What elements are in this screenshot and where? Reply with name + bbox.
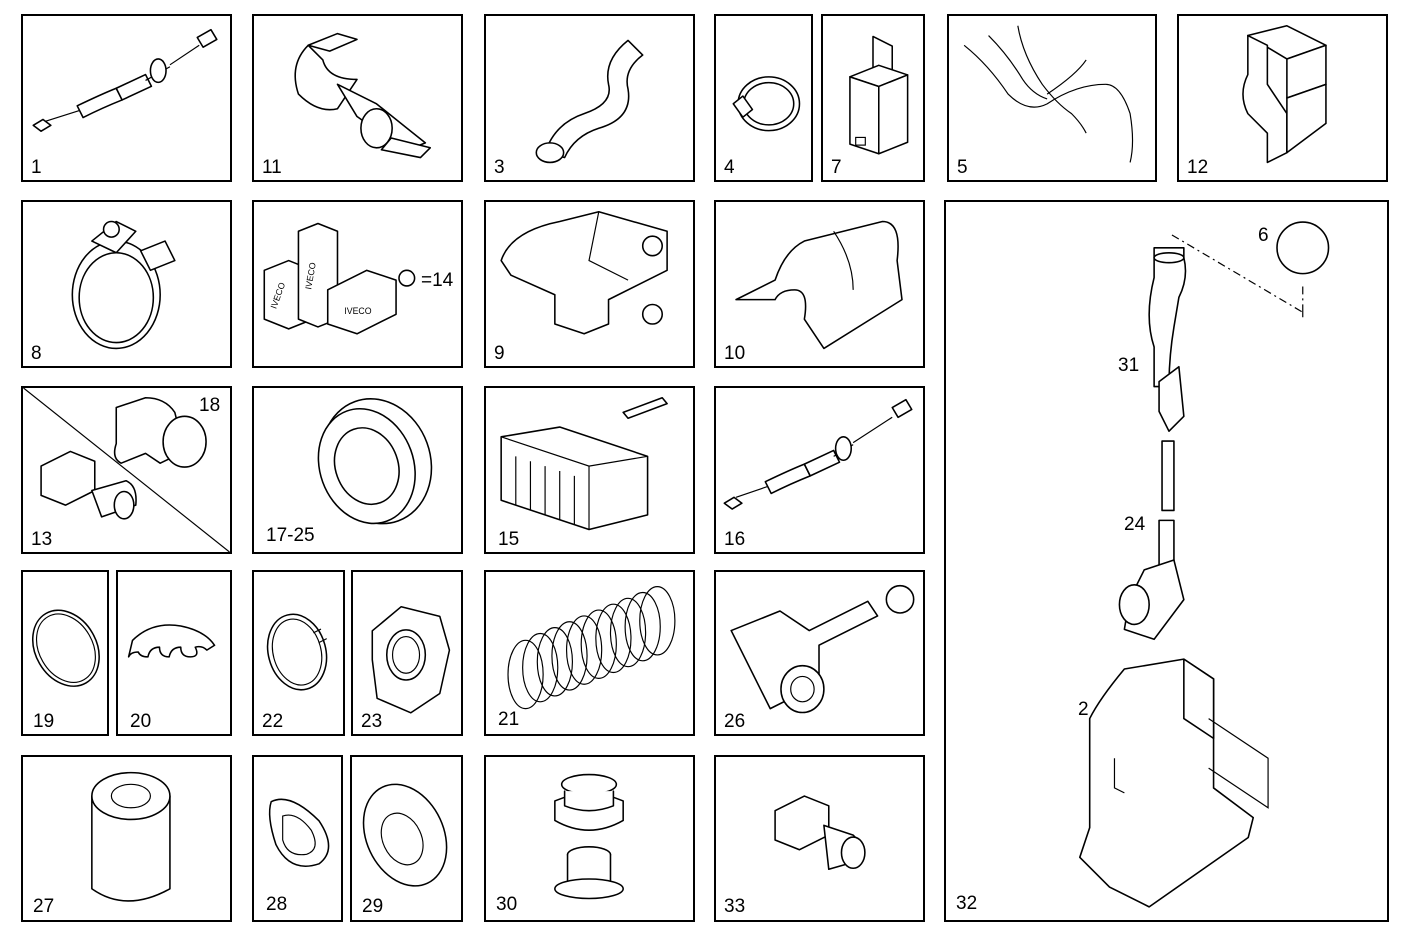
part-number-label: 7	[831, 157, 842, 178]
part-cell-14[interactable]: IVECO IVECO IVECO =14	[252, 200, 463, 368]
part-number-label: 5	[957, 157, 968, 178]
part-number-label: 11	[262, 157, 282, 178]
gear-shift-assembly-illustration	[1078, 221, 1330, 908]
bearing-illustration	[317, 398, 433, 525]
part-number-label: 21	[498, 709, 520, 730]
part-cell-11[interactable]: 11	[252, 14, 463, 182]
part-number-label: 2	[1078, 699, 1089, 720]
part-cell-27[interactable]: 27	[21, 755, 232, 922]
clip-bracket-illustration	[294, 32, 432, 159]
part-cell-5[interactable]: 5	[947, 14, 1157, 182]
part-number-label: 33	[724, 896, 746, 917]
part-cell-3[interactable]: 3	[484, 14, 695, 182]
bolts-illustration	[23, 388, 230, 552]
part-cell-28[interactable]: 28	[252, 755, 343, 922]
part-cell-20[interactable]: 20	[116, 570, 232, 736]
hose-illustration	[535, 39, 644, 164]
housing-cover-illustration	[500, 210, 668, 335]
part-number-label: 26	[724, 711, 746, 732]
wiring-harness-illustration	[963, 25, 1134, 163]
part-number-label: 30	[496, 894, 518, 915]
connector-illustration	[500, 396, 668, 531]
ball-joint-illustration	[730, 584, 915, 714]
e-clip-illustration	[127, 624, 216, 658]
part-number-label: 31	[1118, 355, 1140, 376]
part-cell-13-18[interactable]: 18 13	[21, 386, 232, 554]
part-cell-26[interactable]: 26	[714, 570, 925, 736]
part-number-label: 28	[266, 894, 288, 915]
part-number-label: 10	[724, 343, 746, 364]
part-number-label: 20	[130, 711, 152, 732]
part-cell-33[interactable]: 33	[714, 755, 925, 922]
o-ring-illustration	[32, 609, 100, 687]
circlip-illustration	[266, 613, 328, 691]
iveco-label: IVECO	[303, 261, 318, 290]
flat-washer-illustration	[362, 783, 448, 887]
part-number-label: =14	[421, 270, 454, 291]
part-cell-19[interactable]: 19	[21, 570, 109, 736]
part-number-label: 6	[1258, 225, 1269, 246]
part-cell-21[interactable]: 21	[484, 570, 695, 736]
part-number-label: 4	[724, 157, 735, 178]
part-number-label: 15	[498, 529, 520, 550]
part-cell-22[interactable]: 22	[252, 570, 345, 736]
part-number-label: 16	[724, 529, 746, 550]
part-cell-16[interactable]: 16	[714, 386, 925, 554]
bushing-illustration	[91, 771, 171, 902]
part-cell-4[interactable]: 4	[714, 14, 813, 182]
part-number-label: 3	[494, 157, 505, 178]
part-cell-8[interactable]: 8	[21, 200, 232, 368]
part-cell-12[interactable]: 12	[1177, 14, 1388, 182]
part-number-label: 19	[33, 711, 55, 732]
part-number-label: 8	[31, 343, 42, 364]
grommet-bushing-illustration	[554, 773, 624, 900]
part-number-label: 23	[361, 711, 383, 732]
hose-clamp-illustration	[732, 76, 801, 132]
part-number-label: 9	[494, 343, 505, 364]
holder-bracket-illustration	[1242, 24, 1327, 164]
part-cell-32-assembly[interactable]: 6 31 24 2 32	[944, 200, 1389, 922]
part-number-label: 17-25	[266, 525, 315, 546]
insulation-sleeve-illustration	[735, 220, 903, 350]
part-cell-17-25[interactable]: 17-25	[252, 386, 463, 554]
part-number-label: 13	[31, 529, 53, 550]
part-number-label: 1	[31, 157, 42, 178]
part-number-label: 24	[1124, 514, 1146, 535]
part-cell-7[interactable]: 7	[821, 14, 925, 182]
part-cell-23[interactable]: 23	[351, 570, 463, 736]
part-number-label: 22	[262, 711, 284, 732]
part-number-label: 18	[199, 395, 221, 416]
part-number-label: 29	[362, 896, 384, 917]
part-number-label: 12	[1187, 157, 1209, 178]
iveco-label: IVECO	[344, 306, 371, 316]
sensor-cable-illustration	[723, 398, 913, 510]
teardrop-washer-illustration	[268, 798, 330, 867]
part-cell-10[interactable]: 10	[714, 200, 925, 368]
part-cell-15[interactable]: 15	[484, 386, 695, 554]
hex-bolt-illustration	[774, 795, 866, 871]
paint-kit-illustration: IVECO IVECO IVECO	[263, 222, 416, 335]
hex-nut-illustration	[371, 605, 451, 714]
spring-illustration	[507, 586, 676, 710]
part-cell-30[interactable]: 30	[484, 755, 695, 922]
bracket-clamp-illustration	[71, 220, 176, 350]
part-number-label: 32	[956, 893, 978, 914]
part-cell-29[interactable]: 29	[350, 755, 463, 922]
part-number-label: 27	[33, 896, 55, 917]
part-cell-9[interactable]: 9	[484, 200, 695, 368]
part-cell-1[interactable]: 1	[21, 14, 232, 182]
relay-illustration	[849, 35, 909, 155]
sensor-cable-illustration	[32, 28, 218, 132]
